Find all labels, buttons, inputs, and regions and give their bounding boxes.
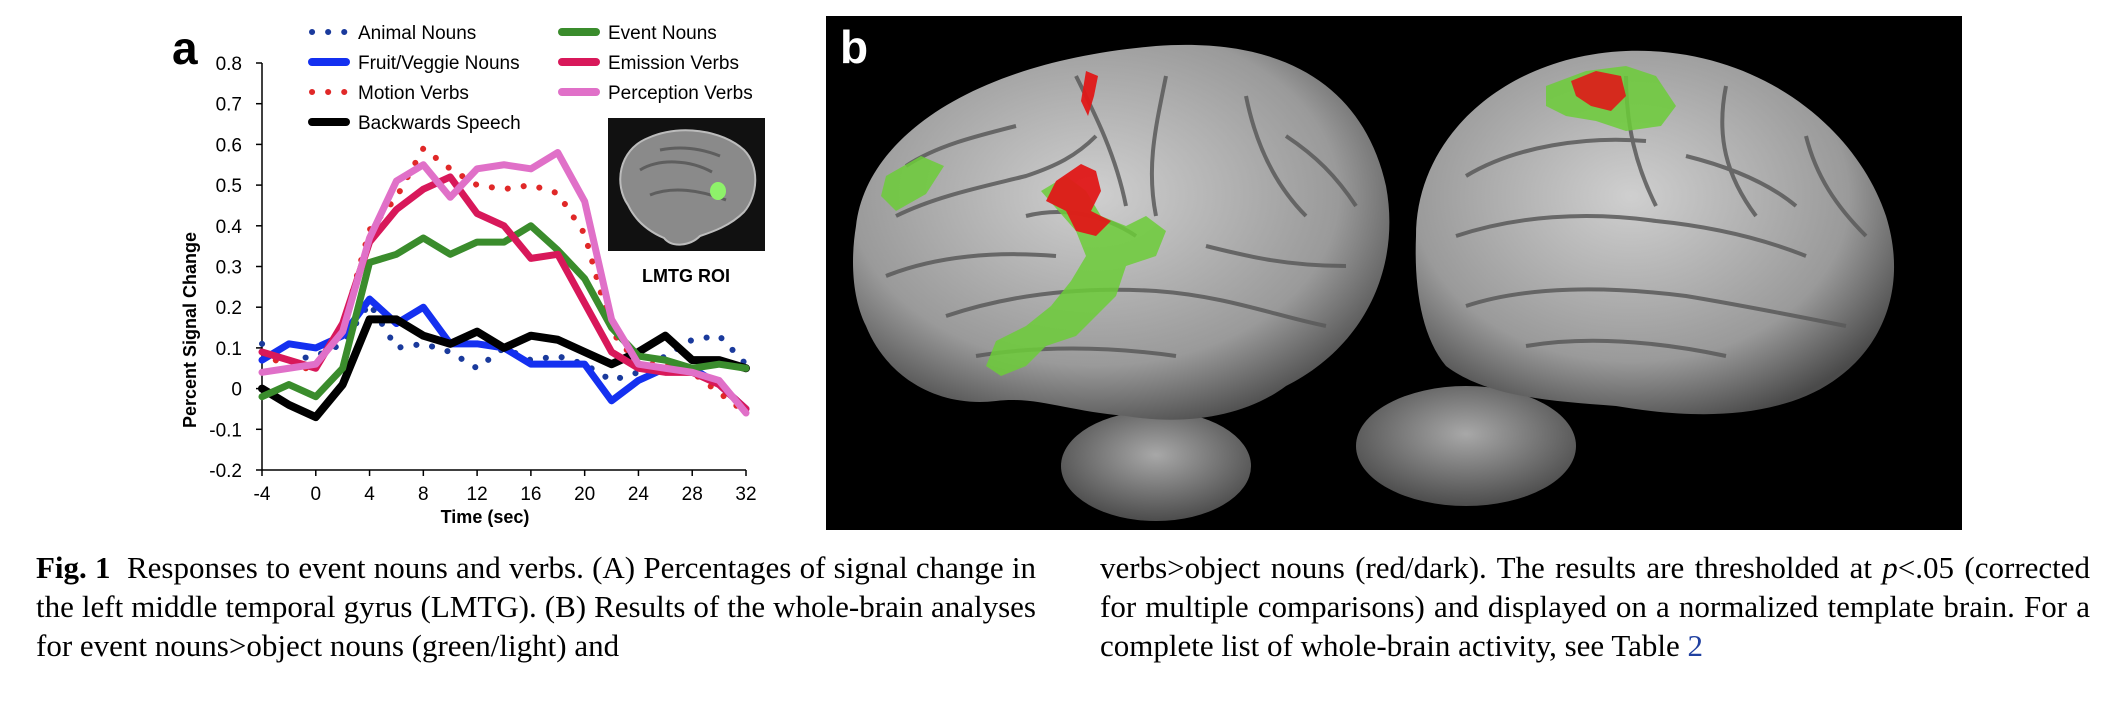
y-tick-label: 0 [231, 380, 242, 401]
y-tick-labels: 0.8 0.7 0.6 0.5 0.4 0.3 0.2 0.1 0 -0.1 -0.2 [209, 54, 262, 482]
panel-b-brain-render: b [826, 16, 1962, 530]
activation-frontal-green [881, 156, 944, 211]
brain-render-image [853, 44, 1895, 521]
inset-brain-image [619, 129, 757, 246]
activation-parietal-red [1081, 71, 1098, 116]
y-tick-label: 0.4 [216, 217, 243, 238]
legend-label: Animal Nouns [358, 23, 476, 44]
left-hemisphere-image [853, 44, 1390, 521]
caption-right-text-2: <.05 (corrected for multiple comparisons… [1100, 550, 2090, 663]
y-tick-label: 0.7 [216, 95, 242, 116]
activation-temporal-green [986, 176, 1166, 376]
inset-roi-marker [710, 182, 726, 200]
legend-label: Fruit/Veggie Nouns [358, 53, 520, 74]
legend-label: Backwards Speech [358, 113, 521, 134]
y-tick-label: 0.3 [216, 258, 242, 279]
caption-right-column: verbs>object nouns (red/dark). The resul… [1100, 548, 2090, 665]
series-line-perception-verbs [258, 149, 750, 417]
y-tick-label: 0.8 [216, 54, 242, 75]
activation-temporal-red [1046, 164, 1111, 236]
y-tick-label: 0.2 [216, 298, 242, 319]
y-tick-label: -0.1 [209, 420, 242, 441]
y-tick-label: -0.2 [209, 461, 242, 482]
series-line-event-nouns [258, 222, 750, 401]
x-tick-label: 4 [364, 484, 375, 505]
caption-left-column: Fig. 1 Responses to event nouns and verb… [36, 548, 1036, 665]
legend-label: Emission Verbs [608, 53, 739, 74]
p-value-symbol: p [1882, 550, 1898, 585]
x-tick-label: 16 [520, 484, 541, 505]
figure-label: Fig. 1 [36, 550, 111, 585]
x-tick-label: 24 [628, 484, 650, 505]
x-tick-label: 0 [310, 484, 321, 505]
series-line-motion-verbs [259, 145, 749, 417]
series-line-animal-nouns [259, 300, 749, 384]
y-tick-label: 0.1 [216, 339, 242, 360]
x-tick-label: 12 [467, 484, 488, 505]
legend-label: Event Nouns [608, 23, 717, 44]
y-tick-label: 0.5 [216, 176, 242, 197]
caption-left-text: Responses to event nouns and verbs. (A) … [36, 550, 1036, 663]
activation-superior-red [1571, 71, 1626, 111]
panel-a-chart: a 0.8 0.7 0.6 0.5 0.4 0.3 0.2 0.1 0 -0.1 -0.2 -4 0 4… [172, 22, 765, 527]
legend-label: Perception Verbs [608, 83, 753, 104]
inset-label: LMTG ROI [642, 266, 730, 286]
x-tick-label: 32 [735, 484, 756, 505]
series-line-backwards-speech [258, 315, 750, 422]
legend-label: Motion Verbs [358, 83, 469, 104]
x-tick-label: 20 [574, 484, 595, 505]
x-tick-labels: -4 0 4 8 12 16 20 24 28 32 [254, 470, 757, 505]
lmtg-roi-inset: LMTG ROI [608, 118, 765, 286]
caption-right-text-1: verbs>object nouns (red/dark). The resul… [1100, 550, 1883, 585]
panel-b-letter: b [840, 21, 869, 73]
y-tick-label: 0.6 [216, 135, 242, 156]
series-lines [258, 145, 750, 422]
right-hemisphere-image [1356, 50, 1895, 506]
x-tick-label: -4 [254, 484, 271, 505]
table-reference-link[interactable]: 2 [1687, 628, 1704, 663]
y-axis-title: Percent Signal Change [180, 232, 200, 428]
x-tick-label: 28 [682, 484, 703, 505]
x-axis-title: Time (sec) [441, 507, 530, 527]
x-tick-label: 8 [418, 484, 429, 505]
panel-a-letter: a [172, 22, 198, 74]
